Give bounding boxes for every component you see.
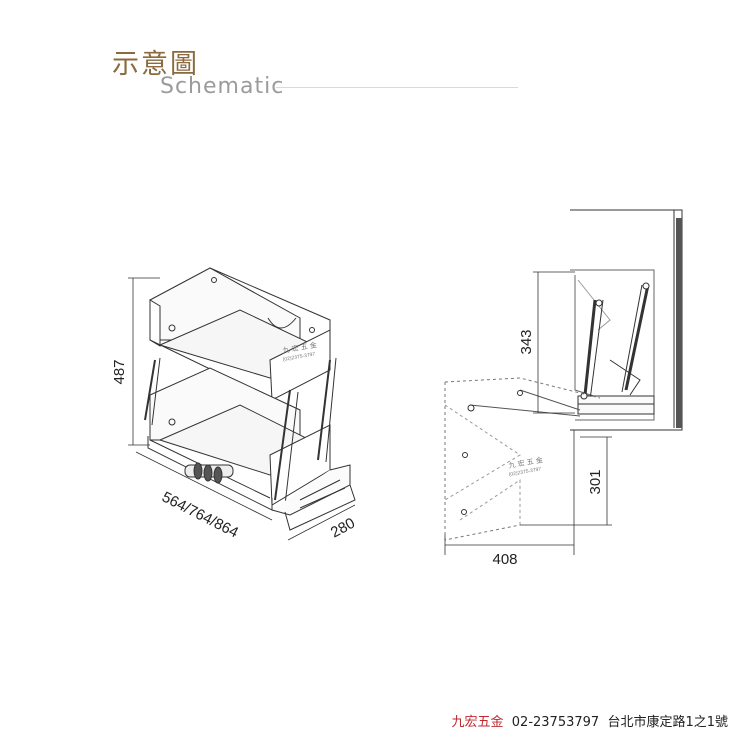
watermark-phone-right: (02)2375-3797 <box>508 466 542 478</box>
cabinet-side-view <box>444 209 683 541</box>
footer-address: 台北市康定路1之1號 <box>607 715 728 730</box>
dim-height-487: 487 <box>111 359 128 384</box>
footer-brand: 九宏五金 <box>451 715 504 730</box>
title-divider <box>276 87 518 88</box>
dim-width-options: 564/764/864 <box>159 488 241 541</box>
footer-phone: 02-23753797 <box>511 715 600 730</box>
dim-lower-301: 301 <box>587 469 604 494</box>
basket-perspective-view <box>144 267 356 531</box>
dim-depth-280: 280 <box>328 515 358 542</box>
dim-upper-343: 343 <box>518 329 535 354</box>
perspective-dimensions <box>128 277 356 541</box>
footer-contact: 九宏五金 02-23753797 台北市康定路1之1號 <box>452 711 729 730</box>
page-title-chinese: 示意圖 <box>112 49 199 80</box>
page-title-english: Schematic <box>160 74 285 99</box>
side-dimensions <box>444 271 612 555</box>
watermark-phone-left: (02)2375-3797 <box>282 351 316 363</box>
dim-depth-408: 408 <box>492 551 517 568</box>
